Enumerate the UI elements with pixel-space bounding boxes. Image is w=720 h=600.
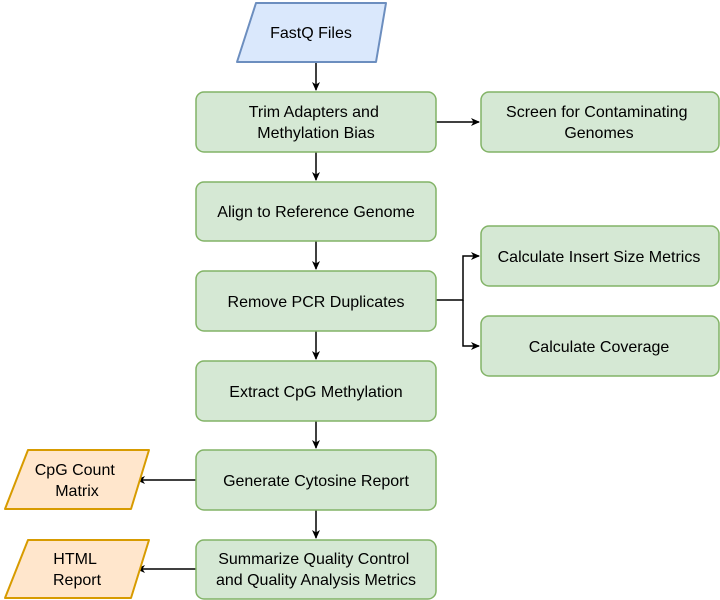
node-align-label: Align to Reference Genome	[217, 204, 415, 221]
nodes: FastQ Files Trim Adapters and Methylatio…	[4, 2, 720, 600]
node-summarize-qc: Summarize Quality Control and Quality An…	[195, 539, 437, 600]
node-cytosine-report: Generate Cytosine Report	[195, 449, 437, 511]
input-shape	[236, 2, 387, 63]
output-shape	[4, 539, 150, 599]
node-cytosine-label: Generate Cytosine Report	[223, 473, 409, 490]
node-fastq-files: FastQ Files	[236, 2, 387, 63]
node-extract-cpg: Extract CpG Methylation	[195, 360, 437, 422]
node-extract-label: Extract CpG Methylation	[229, 384, 402, 401]
node-fastq-label: FastQ Files	[270, 25, 352, 42]
node-html-report: HTML Report	[4, 539, 150, 599]
process-box	[195, 449, 437, 511]
node-trim-adapters: Trim Adapters and Methylation Bias	[195, 91, 437, 153]
node-remove-pcr-duplicates: Remove PCR Duplicates	[195, 270, 437, 332]
edge-dedup-to-insert	[435, 252, 480, 301]
process-box	[195, 270, 437, 332]
node-summarize-label: Summarize Quality Control and Quality An…	[216, 551, 416, 589]
node-insert-size-metrics: Calculate Insert Size Metrics	[480, 225, 720, 287]
node-screen-contaminating: Screen for Contaminating Genomes	[480, 91, 720, 153]
output-shape	[4, 449, 150, 510]
node-cpg-count-matrix: CpG Count Matrix	[4, 449, 150, 510]
process-box	[195, 539, 437, 600]
node-insert-label: Calculate Insert Size Metrics	[498, 249, 701, 266]
node-dedup-label: Remove PCR Duplicates	[228, 294, 405, 311]
process-box	[195, 360, 437, 422]
process-box	[480, 91, 720, 153]
node-trim-label: Trim Adapters and Methylation Bias	[249, 104, 384, 142]
node-coverage-label: Calculate Coverage	[529, 339, 670, 356]
edge-dedup-to-coverage	[462, 300, 480, 350]
edges	[136, 63, 480, 573]
node-cpgmatrix-label: CpG Count Matrix	[35, 462, 120, 500]
node-align-reference: Align to Reference Genome	[195, 181, 437, 242]
process-box	[195, 91, 437, 153]
node-html-label: HTML Report	[53, 551, 102, 589]
process-box	[195, 181, 437, 242]
process-box	[480, 315, 720, 377]
node-screen-label: Screen for Contaminating Genomes	[506, 104, 692, 142]
process-box	[480, 225, 720, 287]
node-calculate-coverage: Calculate Coverage	[480, 315, 720, 377]
